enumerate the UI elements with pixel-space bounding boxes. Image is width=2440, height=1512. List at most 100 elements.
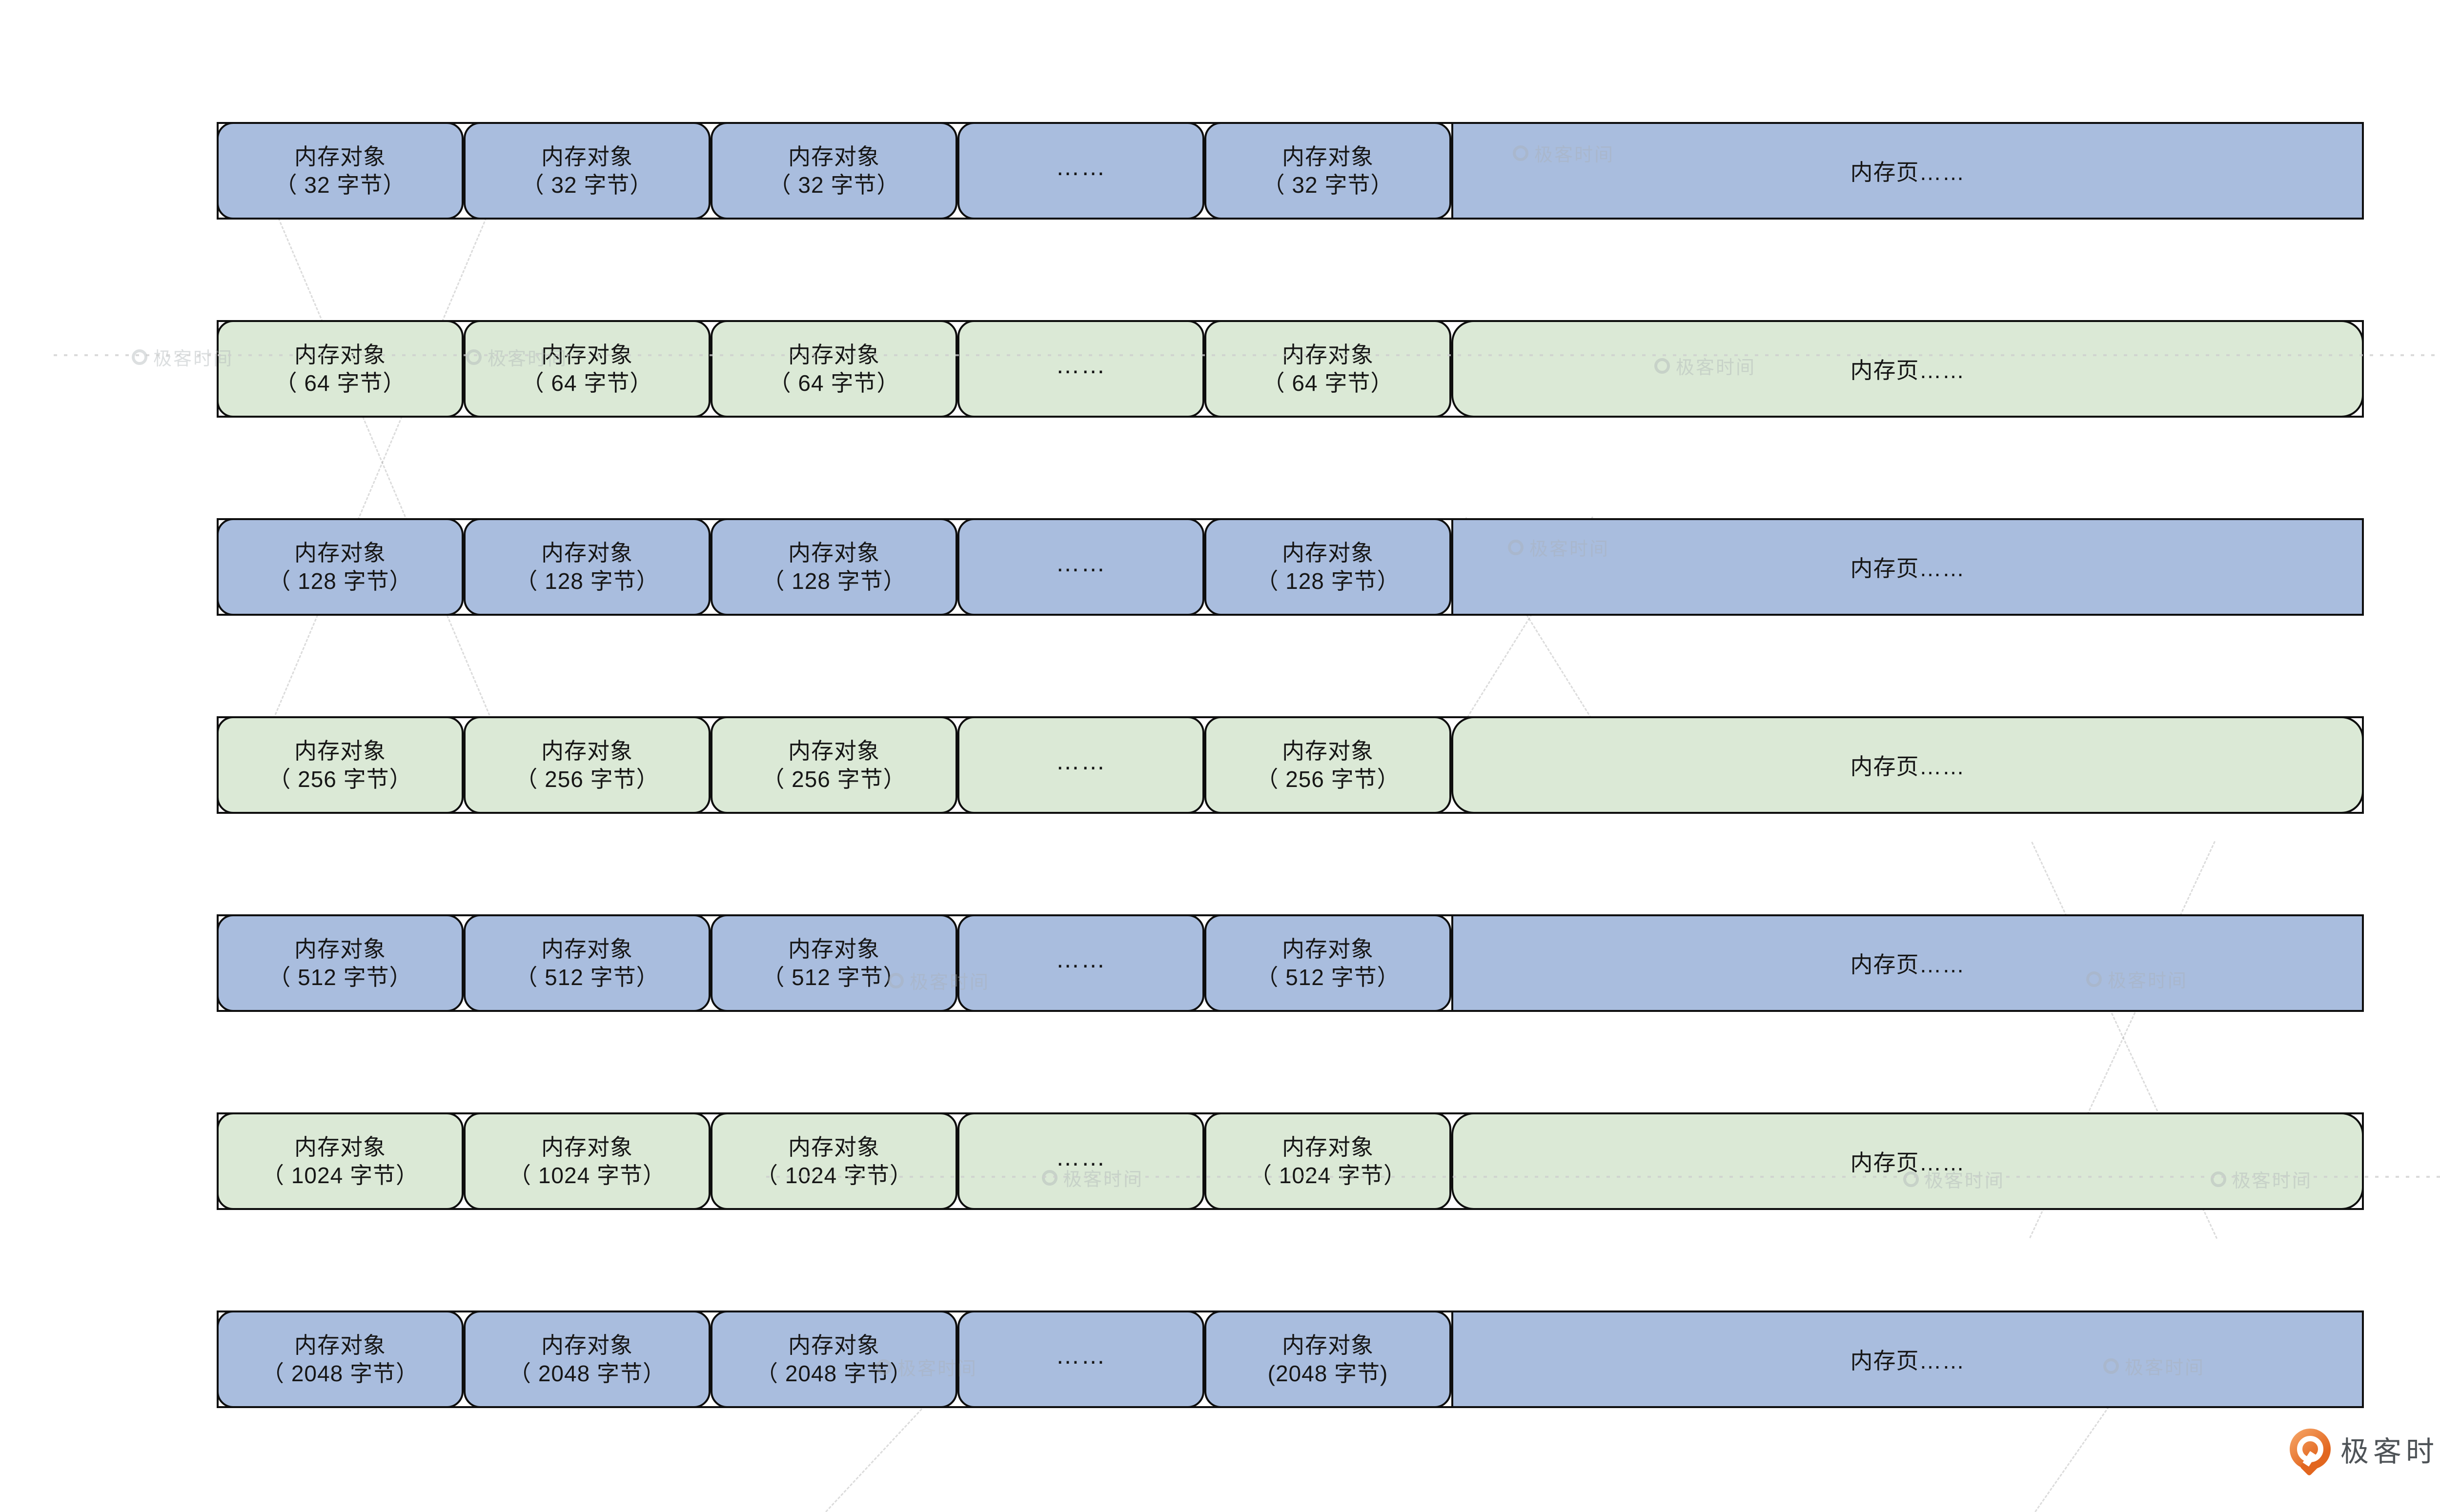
ellipsis-label: …… [1056,946,1106,973]
memory-object-block: 内存对象（ 2048 字节） [217,1310,464,1408]
memory-object-size: （ 512 字节） [268,965,412,990]
memory-object-block: 内存对象 （ 1024 字节） [464,1112,711,1210]
watermark-text: 极客时间 [897,1359,978,1379]
memory-object-block: 内存对象（ 512 字节） [464,914,711,1012]
memory-object-block: 内存对象(2048 字节) [1204,1310,1451,1408]
memory-object-title: 内存对象 [541,1332,633,1358]
memory-object-size: （ 128 字节） [762,568,906,594]
geektime-watermark-icon [1508,539,1524,555]
watermark-text: 极客时间 [1676,358,1756,378]
memory-object-size: （ 64 字节） [274,370,406,396]
memory-object-size: （ 512 字节） [515,965,659,990]
memory-object-size: （ 1024 字节） [755,1163,913,1188]
geektime-watermark-icon [876,1359,892,1375]
memory-page-row: 内存对象（ 2048 字节）内存对象（ 2048 字节）内存对象（ 2048 字… [217,1310,2364,1408]
memory-object-size: （ 256 字节） [515,766,659,792]
memory-object-block: 内存对象（ 64 字节） [217,320,464,418]
memory-object-title: 内存对象 [541,1134,633,1160]
watermark-text: 极客时间 [1529,539,1610,560]
geektime-watermark-icon [2211,1171,2226,1187]
memory-page-block: 内存页…… [1451,1112,2364,1210]
ellipsis-block: …… [957,914,1204,1012]
memory-object-size: (2048 字节) [1267,1361,1388,1386]
memory-object-size: （ 128 字节） [515,568,659,594]
memory-object-size: （ 1024 字节） [508,1163,666,1188]
geektime-watermark-icon [888,972,904,988]
watermark-text: 极客时间 [2108,971,2188,991]
memory-page-row: 内存对象（ 64 字节）内存对象（ 64 字节）内存对象（ 64 字节）……内存… [217,320,2364,418]
geektime-watermark-icon [1654,358,1670,374]
dotted-watermark-line [54,354,2440,356]
memory-object-block: 内存对象 （ 128 字节） [464,518,711,616]
memory-object-size: （ 256 字节） [1256,766,1400,792]
memory-object-title: 内存对象 [294,144,386,169]
watermark-stamp: 极客时间 [132,343,233,370]
ellipsis-block: …… [957,122,1204,220]
watermark-stamp: 极客时间 [466,343,568,370]
memory-object-block: 内存对象 （ 1024 字节） [711,1112,957,1210]
memory-page-block: 内存页…… [1451,1310,2364,1408]
memory-object-title: 内存对象 [294,1332,386,1358]
memory-object-title: 内存对象 [541,540,633,565]
memory-object-block: 内存对象（ 256 字节） [1204,716,1451,814]
memory-object-title: 内存对象 [294,738,386,764]
ellipsis-block: …… [957,1310,1204,1408]
memory-object-block: 内存对象 （ 1024 字节） [1204,1112,1451,1210]
memory-page-block: 内存页…… [1451,914,2364,1012]
geektime-watermark-icon [1903,1171,1919,1187]
memory-object-title: 内存对象 [541,144,633,169]
memory-object-size: （ 128 字节） [268,568,412,594]
ellipsis-label: …… [1056,747,1106,775]
memory-object-block: 内存对象 （ 32 字节） [464,122,711,220]
memory-page-row: 内存对象 （ 1024 字节） 内存对象 （ 1024 字节） 内存对象 （ 1024 字… [217,1112,2364,1210]
watermark-text: 极客时间 [1063,1169,1144,1190]
watermark-text: 极客时间 [153,349,234,369]
memory-object-size: （ 32 字节） [521,172,653,198]
watermark-text: 极客时间 [2232,1171,2313,1191]
geektime-watermark-icon [1513,145,1528,161]
memory-object-block: 内存对象（ 64 字节） [1204,320,1451,418]
memory-object-size: （ 1024 字节） [1249,1163,1406,1188]
memory-object-block: 内存对象（ 512 字节） [217,914,464,1012]
watermark-text: 极客时间 [1534,145,1615,165]
memory-object-block: 内存对象（ 128 字节） [1204,518,1451,616]
watermark-stamp: 极客时间 [1654,352,1756,379]
memory-object-size: （ 32 字节） [768,172,900,198]
memory-object-size: （ 128 字节） [1256,568,1400,594]
memory-page-row: 内存对象（ 128 字节）内存对象（ 128 字节）内存对象（ 128 字节）…… [217,518,2364,616]
memory-object-block: 内存对象（ 256 字节） [464,716,711,814]
memory-object-title: 内存对象 [788,1134,880,1160]
memory-page-label: 内存页…… [1850,556,1965,581]
watermark-text: 极客时间 [488,349,568,369]
memory-page-row: 内存对象（ 512 字节）内存对象（ 512 字节）内存对象（ 512 字节）…… [217,914,2364,1012]
watermark-stamp: 极客时间 [2211,1166,2312,1192]
memory-page-label: 内存页…… [1850,952,1965,977]
watermark-stamp: 极客时间 [1513,140,1614,166]
memory-page-label: 内存页…… [1850,160,1965,185]
dotted-watermark-line [766,1176,2440,1178]
memory-object-title: 内存对象 [294,1134,386,1160]
ellipsis-block: …… [957,716,1204,814]
memory-object-size: （ 512 字节） [1256,965,1400,990]
memory-object-size: （ 32 字节） [1262,172,1394,198]
geektime-watermark-icon [2103,1358,2119,1374]
geektime-watermark-icon [2086,971,2102,987]
memory-object-block: 内存对象（ 512 字节） [711,914,957,1012]
geektime-watermark-icon [132,349,147,365]
diagonal-watermark-line [274,210,492,720]
memory-page-block: 内存页…… [1451,716,2364,814]
memory-page-label: 内存页…… [1850,1150,1965,1175]
memory-page-label: 内存页…… [1850,754,1965,779]
memory-object-title: 内存对象 [788,936,880,962]
memory-object-title: 内存对象 [1282,738,1374,764]
ellipsis-block: …… [957,320,1204,418]
watermark-stamp: 极客时间 [1903,1166,2005,1192]
memory-object-block: 内存对象（ 128 字节） [217,518,464,616]
memory-object-title: 内存对象 [1282,1134,1374,1160]
memory-page-row: 内存对象（ 32 字节）内存对象（ 32 字节）内存对象（ 32 字节）……内存… [217,122,2364,220]
watermark-text: 极客时间 [1925,1171,2005,1191]
memory-page-block: 内存页…… [1451,518,2364,616]
ellipsis-label: …… [1056,1342,1106,1369]
memory-object-size: （ 2048 字节） [508,1361,666,1386]
